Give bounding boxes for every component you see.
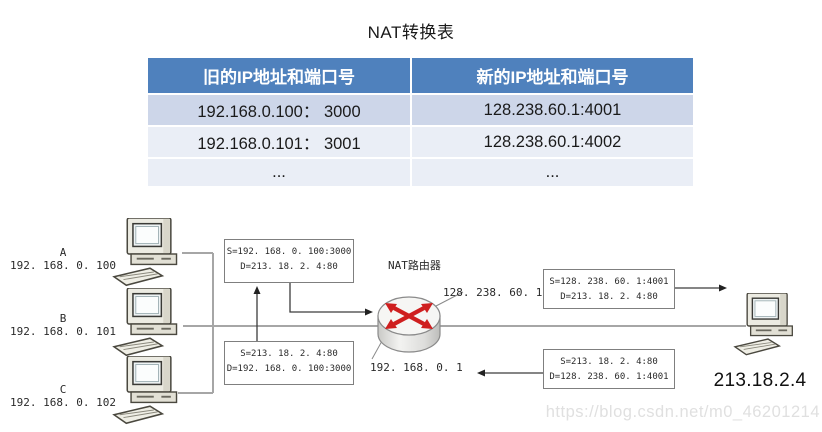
pc-icon-host-b (113, 288, 178, 357)
nat-table: 旧的IP地址和端口号 新的IP地址和端口号 192.168.0.100： 300… (148, 58, 693, 188)
packet-box-lan-incoming: S=213. 18. 2. 4:80 D=192. 168. 0. 100:30… (224, 341, 354, 385)
nat-table-header-old: 旧的IP地址和端口号 (148, 58, 410, 93)
host-ip: 192. 168. 0. 101 (10, 325, 116, 338)
host-name: B (59, 312, 67, 325)
router-label: NAT路由器 (388, 259, 441, 272)
arrow-outgoing-to-router (289, 283, 366, 313)
host-c-label: C 192. 168. 0. 102 (3, 383, 123, 409)
arrowhead-right1 (365, 308, 373, 316)
watermark: https://blog.csdn.net/m0_46201214 (545, 403, 820, 421)
table-cell-old: 192.168.0.101： 3001 (148, 127, 410, 157)
pc-icon-remote-host (734, 293, 794, 356)
nat-router-icon (377, 296, 441, 353)
packet-src: S=213. 18. 2. 4:80 (560, 357, 658, 367)
pc-icon-host-a (113, 218, 178, 287)
packet-dst: D=192. 168. 0. 100:3000 (226, 364, 352, 374)
nat-table-header-new: 新的IP地址和端口号 (412, 58, 693, 93)
arrowhead-right2 (719, 284, 727, 292)
pc-icon-host-c (113, 356, 178, 425)
packet-dst: D=213. 18. 2. 4:80 (560, 292, 658, 302)
host-ip: 192. 168. 0. 100 (10, 259, 116, 272)
packet-dst: D=128. 238. 60. 1:4001 (549, 372, 669, 382)
arrowhead-left (477, 369, 485, 377)
packet-box-lan-outgoing: S=192. 168. 0. 100:3000 D=213. 18. 2. 4:… (224, 239, 354, 283)
pointer-lan-ip (371, 340, 383, 360)
packet-src: S=128. 238. 60. 1:4001 (549, 277, 669, 287)
table-cell-old: 192.168.0.100： 3000 (148, 95, 410, 125)
packet-box-wan-outgoing: S=128. 238. 60. 1:4001 D=213. 18. 2. 4:8… (543, 269, 675, 309)
page-title: NAT转换表 (367, 23, 455, 42)
host-a-label: A 192. 168. 0. 100 (3, 246, 123, 272)
host-ip: 192. 168. 0. 102 (10, 396, 116, 409)
host-name: C (59, 383, 67, 396)
packet-dst: D=213. 18. 2. 4:80 (240, 262, 338, 272)
table-cell-new: 128.238.60.1:4002 (412, 127, 693, 157)
table-row: ... ... (148, 159, 693, 186)
host-b-label: B 192. 168. 0. 101 (3, 312, 123, 338)
nat-table-header-row: 旧的IP地址和端口号 新的IP地址和端口号 (148, 58, 693, 93)
pointer-wan-ip (435, 291, 464, 307)
table-row: 192.168.0.101： 3001 128.238.60.1:4002 (148, 127, 693, 157)
table-cell-new: 128.238.60.1:4001 (412, 95, 693, 125)
table-cell-new: ... (412, 159, 693, 186)
host-name: A (59, 246, 67, 259)
router-lan-ip-label: 192. 168. 0. 1 (370, 361, 463, 374)
packet-src: S=213. 18. 2. 4:80 (240, 349, 338, 359)
table-cell-old: ... (148, 159, 410, 186)
table-row: 192.168.0.100： 3000 128.238.60.1:4001 (148, 95, 693, 125)
packet-src: S=192. 168. 0. 100:3000 (226, 247, 352, 257)
packet-box-wan-incoming: S=213. 18. 2. 4:80 D=128. 238. 60. 1:400… (543, 349, 675, 389)
remote-host-ip-label: 213.18.2.4 (713, 370, 807, 391)
router-wan-ip-label: 128. 238. 60. 1 (443, 286, 543, 299)
arrowhead-up (253, 286, 261, 294)
